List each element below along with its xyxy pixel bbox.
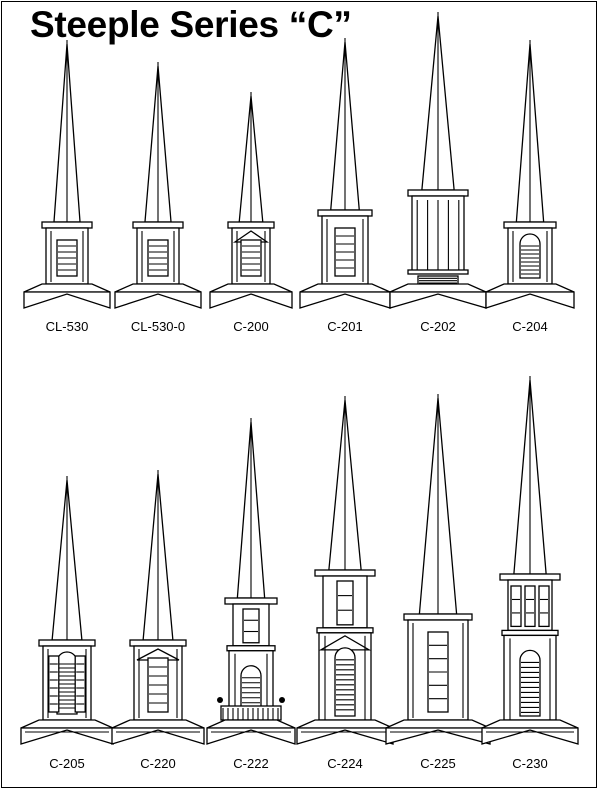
steeple-c-200: C-200 xyxy=(209,92,293,334)
steeple-c-205: C-205 xyxy=(20,476,114,771)
steeple-c-222: C-222 xyxy=(206,418,296,771)
steeple-cl-530-0: CL-530-0 xyxy=(114,62,202,334)
steeple-label: C-220 xyxy=(140,756,175,771)
steeple-label: C-200 xyxy=(233,319,268,334)
steeple-c-230: C-230 xyxy=(481,376,579,771)
steeple-label: C-224 xyxy=(327,756,362,771)
steeple-c-224: C-224 xyxy=(296,396,394,771)
steeple-label: C-225 xyxy=(420,756,455,771)
steeple-label: C-204 xyxy=(512,319,547,334)
steeple-label: CL-530-0 xyxy=(131,319,185,334)
steeple-label: C-205 xyxy=(49,756,84,771)
page-title: Steeple Series “C” xyxy=(30,4,352,45)
steeple-c-220: C-220 xyxy=(111,470,205,771)
steeple-c-202: C-202 xyxy=(389,12,487,334)
steeple-label: CL-530 xyxy=(46,319,89,334)
steeple-label: C-222 xyxy=(233,756,268,771)
steeple-c-201: C-201 xyxy=(299,38,391,334)
steeple-label: C-202 xyxy=(420,319,455,334)
steeple-label: C-201 xyxy=(327,319,362,334)
steeple-c-225: C-225 xyxy=(385,394,491,771)
steeple-label: C-230 xyxy=(512,756,547,771)
steeple-cl-530: CL-530 xyxy=(23,40,111,334)
steeple-c-204: C-204 xyxy=(485,40,575,334)
